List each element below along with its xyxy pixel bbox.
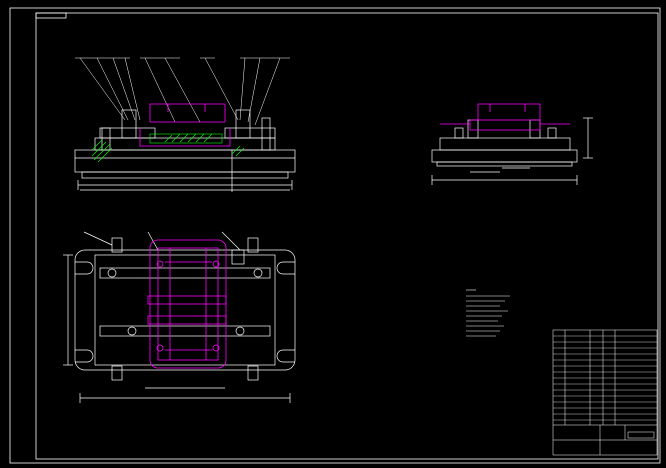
top-view xyxy=(63,231,296,403)
side-view-workpiece xyxy=(440,103,570,131)
sheet-border xyxy=(9,7,661,464)
front-view-section-hatch xyxy=(91,133,245,163)
technical-notes xyxy=(466,289,510,337)
parts-list-rows xyxy=(553,335,657,421)
title-block xyxy=(553,424,657,455)
front-view-leaders xyxy=(75,57,290,126)
parts-list-table xyxy=(552,329,658,456)
top-view-workpiece xyxy=(147,239,227,369)
front-view-workpiece xyxy=(139,103,231,147)
side-view xyxy=(431,117,593,185)
front-view xyxy=(74,57,296,192)
